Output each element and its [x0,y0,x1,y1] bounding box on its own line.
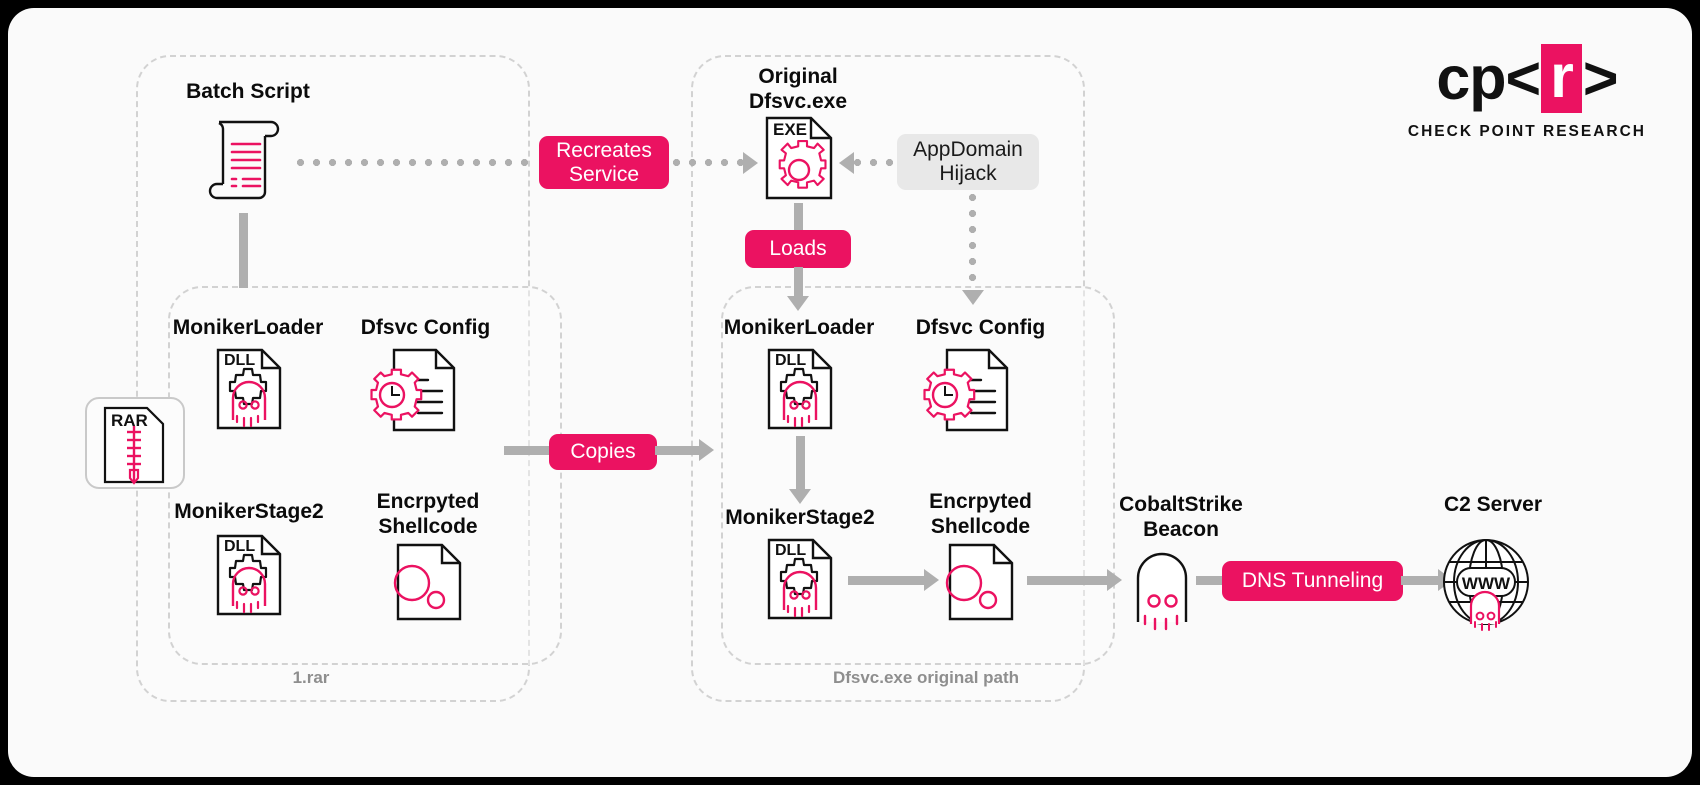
cobaltstrike-beacon-title: CobaltStrike Beacon [1119,493,1243,541]
arrowhead-copies [699,439,714,461]
dll-ghost-icon-3: DLL [767,348,833,430]
connector-batchscript-down [239,213,248,288]
logo-cp-text: cp [1436,44,1506,112]
left-monikerstage2-title: MonikerStage2 [174,500,324,523]
connector-loads-bottom [794,267,803,296]
logo-subtitle: CHECK POINT RESEARCH [1407,123,1646,140]
loads-badge[interactable]: Loads [745,230,851,268]
dll-ghost-icon: DLL [216,348,282,430]
config-doc-gear-icon-2 [921,348,1019,438]
left-dfsvcconfig-title: Dfsvc Config [360,316,491,339]
group-label-1rar: 1.rar [292,668,330,687]
dll-ghost-icon-2: DLL [216,534,282,616]
connector-appdomain-hijack-h [854,159,900,166]
arrowhead-loads [787,296,809,311]
right-dfsvcconfig-title: Dfsvc Config [915,316,1046,339]
recreates-service-badge[interactable]: Recreates Service [539,136,669,189]
connector-recreates-service-right [673,159,745,166]
batch-script-title: Batch Script [186,80,310,103]
dns-tunneling-badge[interactable]: DNS Tunneling [1222,561,1403,601]
connector-loader-to-stage2 [796,436,805,490]
connector-recreates-service-left [297,159,537,166]
exe-gear-icon: EXE [765,116,833,200]
shellcode-doc-icon [393,543,462,621]
arrowhead-appdomain-hijack-down [962,290,984,305]
connector-copies-right [655,446,701,455]
right-monikerloader-title: MonikerLoader [723,316,875,339]
left-shellcode-title: Encrpyted Shellcode [376,490,480,538]
arrowhead-appdomain-hijack [839,152,854,174]
connector-appdomain-hijack-v [969,194,976,290]
left-monikerloader-title: MonikerLoader [172,316,324,339]
scroll-icon [205,116,285,204]
right-monikerstage2-title: MonikerStage2 [725,506,875,529]
connector-loads-top [794,203,803,231]
right-shellcode-title: Encrpyted Shellcode [929,490,1032,538]
connector-stage2-to-shellcode [848,576,926,585]
rar-file-icon: RAR [85,397,185,489]
connector-copies-left [504,446,551,455]
copies-badge[interactable]: Copies [549,434,657,470]
arrowhead-recreates-service [743,152,758,174]
original-dfsvc-title: Original Dfsvc.exe [748,65,848,113]
shellcode-doc-icon-2 [945,543,1014,621]
connector-dns-left [1196,576,1232,585]
arrowhead-shellcode-to-beacon [1107,569,1122,591]
cpr-logo: cp < r > CHECK POINT RESEARCH [1408,44,1646,141]
dll-ghost-icon-4: DLL [767,538,833,620]
connector-dns-right [1401,576,1440,585]
logo-lt-bracket: < [1505,44,1542,112]
svg-text:WWW: WWW [1462,574,1511,593]
ghost-icon [1126,544,1198,632]
diagram-canvas: 1.rar Dfsvc.exe original path cp < r > C… [8,8,1692,777]
c2-server-title: C2 Server [1443,493,1543,516]
arrowhead-stage2-to-shellcode [924,569,939,591]
arrowhead-loader-to-stage2 [789,489,811,504]
globe-www-ghost-icon: WWW [1440,536,1532,631]
logo-gt-bracket: > [1582,44,1619,112]
appdomain-hijack-badge[interactable]: AppDomain Hijack [897,134,1039,190]
connector-shellcode-to-beacon [1027,576,1109,585]
group-label-dfsvc-path: Dfsvc.exe original path [832,668,1020,687]
config-doc-gear-icon [368,348,466,438]
logo-r-badge: r [1541,44,1582,113]
